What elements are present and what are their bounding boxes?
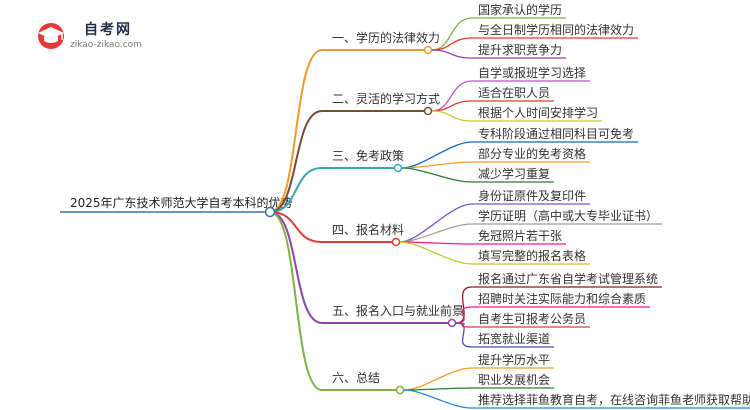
branch-2-leaf-2-label: 适合在职人员 [478,85,550,100]
branch-3-leaf-2-connector [401,161,590,169]
logo-title: 自考网 [84,22,132,38]
branch-4-label: 四、报名材料 [332,222,404,237]
branch-6-leaf-3-label: 推荐选择菲鱼教育自考，在线咨询菲鱼老师获取帮助 [478,392,750,407]
branch-5-leaf-2-connector [455,306,650,324]
branch-3-leaf-2-label: 部分专业的免考资格 [478,146,586,161]
branch-6-node [395,385,405,395]
branch-6-connector [269,211,396,391]
branch-6-label: 六、总结 [332,371,380,385]
branch-4-leaf-2-label: 学历证明（高中或大专毕业证书） [478,208,658,223]
root-topic: 2025年广东技术师范大学自考本科的优势 [70,195,293,210]
branch-1-label: 一、学历的法律效力 [332,30,440,45]
branch-5-leaf-2-label: 招聘时关注实际能力和综合素质 [478,291,646,306]
branch-1-connector [269,49,424,213]
branch-1-node [423,45,433,55]
branch-4-connector [269,211,392,243]
branch-4-leaf-1-connector [399,203,590,243]
branch-2-node [423,106,433,116]
branch-5-leaf-1-label: 报名通过广东省自学考试管理系统 [478,271,658,286]
branch-2-connector [269,110,424,213]
branch-1-leaf-1-label: 国家承认的学历 [478,2,562,17]
branch-1-leaf-2-label: 与全日制学历相同的法律效力 [478,22,634,37]
branch-3-leaf-3-label: 减少学习重复 [478,166,550,181]
site-logo[interactable]: 自考网 zikao-zikao.com [34,14,154,54]
branch-6-leaf-1-label: 提升学历水平 [478,352,550,367]
branch-1-leaf-1-connector [431,17,566,51]
branch-3-connector [269,167,394,213]
branch-2-leaf-3-connector [431,110,602,122]
branch-3-leaf-3-connector [401,167,554,183]
branch-4-leaf-3-label: 免冠照片若干张 [478,228,562,243]
branch-5-leaf-3-label: 自考生可报考公务员 [478,311,586,326]
root-node [264,206,276,218]
graduation-cap-icon [38,23,64,49]
branch-4-leaf-1-label: 身份证原件及复印件 [478,188,586,203]
branch-6-leaf-2-label: 职业发展机会 [478,372,550,387]
branch-5-leaf-4-connector [455,322,554,348]
branch-2-leaf-3-label: 根据个人时间安排学习 [478,105,598,120]
branch-3-leaf-1-label: 专科阶段通过相同科目可免考 [478,126,634,141]
branch-1-leaf-2-connector [431,37,638,51]
branch-5-leaf-4-label: 拓宽就业渠道 [478,331,550,346]
branch-1-leaf-3-label: 提升求职竞争力 [478,42,562,57]
branch-5-leaf-1-connector [455,286,662,324]
branch-2-label: 二、灵活的学习方式 [332,91,440,106]
branch-4-leaf-3-connector [399,241,566,245]
branch-6-leaf-3-connector [403,389,750,409]
branch-1-leaf-3-connector [431,49,566,59]
branch-6-leaf-1-connector [403,367,554,391]
branch-4-leaf-4-label: 填写完整的报名表格 [478,248,586,263]
branch-5-node [447,318,457,328]
branch-2-leaf-2-connector [431,100,554,112]
branch-6-leaf-2-connector [403,387,554,391]
branch-4-leaf-4-connector [399,241,590,265]
branch-3-node [393,163,403,173]
branch-5-label: 五、报名入口与就业前景 [332,303,464,318]
branch-4-node [391,237,401,247]
logo-subtitle: zikao-zikao.com [70,40,142,50]
branch-4-leaf-2-connector [399,223,662,243]
branch-3-label: 三、免考政策 [332,148,404,163]
branch-2-leaf-1-label: 自学或报班学习选择 [478,65,586,80]
branch-5-connector [269,211,448,324]
